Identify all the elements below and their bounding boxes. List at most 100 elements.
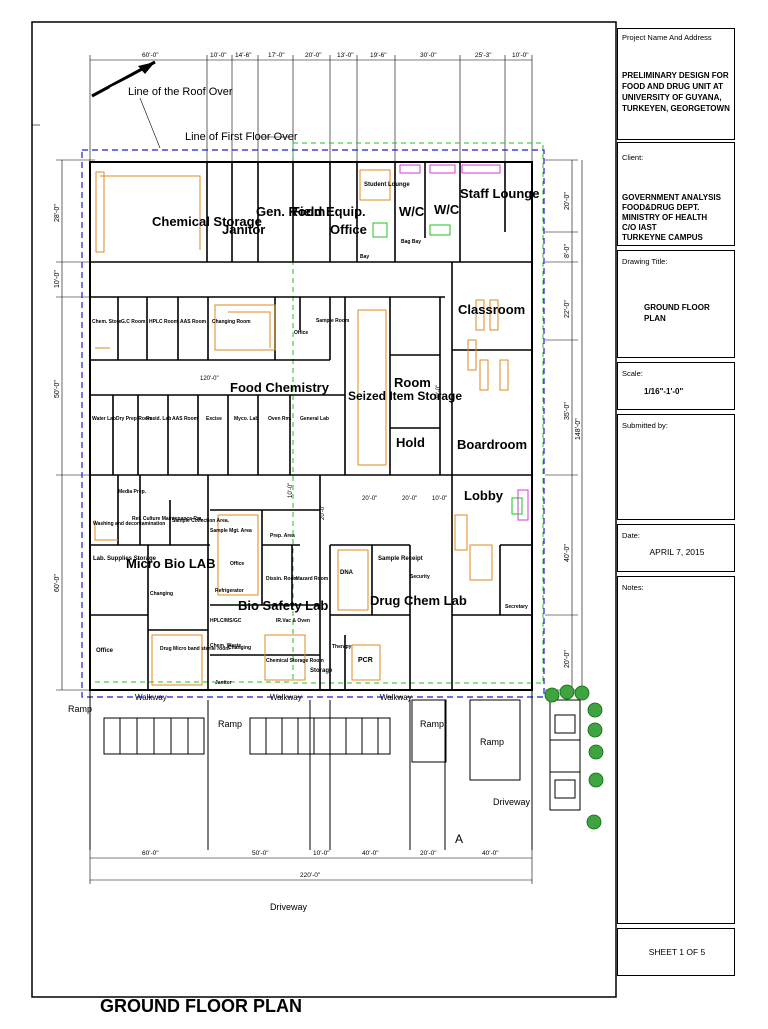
svg-text:50'-0": 50'-0"	[54, 380, 61, 398]
driveway-label-bottom: Driveway	[270, 902, 308, 912]
room-chem-waste: Chem. Waste	[210, 643, 241, 649]
room-myco-lab: Myco. Lab	[234, 416, 258, 422]
date-value: APRIL 7, 2015	[649, 547, 705, 557]
room-prep-area: Prep. Area	[270, 533, 295, 539]
svg-text:20'-0": 20'-0"	[402, 496, 417, 502]
inner-dimension-texts: 120'-0" 20'-0" 20'-0" 10'-0" 20'-0" 20'-…	[200, 376, 447, 520]
svg-text:22'-0": 22'-0"	[564, 300, 571, 318]
room-oven-rm: Oven Rm.	[268, 416, 292, 422]
sheet-number: SHEET 1 OF 5	[648, 947, 706, 957]
furniture	[94, 169, 509, 686]
svg-text:10'-0": 10'-0"	[512, 52, 529, 59]
svg-text:40'-0": 40'-0"	[482, 850, 499, 857]
room-security: Security	[410, 574, 430, 580]
room-hplc-room: HPLC Room	[149, 319, 179, 325]
title-block: Project Name And Address PRELIMINARY DES…	[617, 26, 737, 996]
client-line-5: TURKEYNE CAMPUS	[622, 233, 703, 242]
room-janitor: Janitor	[222, 222, 265, 237]
building-outline	[89, 161, 533, 691]
svg-text:14'-6": 14'-6"	[235, 52, 252, 59]
client-line-4: C/O IAST	[622, 223, 657, 232]
submitted-label: Submitted by:	[622, 421, 668, 430]
svg-text:30'-0": 30'-0"	[420, 52, 437, 59]
drawing-title-label: Drawing Title:	[622, 257, 668, 266]
room-office-bio: Office	[230, 561, 244, 567]
svg-text:25'-3": 25'-3"	[475, 52, 492, 59]
room-gc-room: G.C Room	[121, 319, 146, 325]
room-micro-bio-lab: Micro Bio LAB	[126, 556, 216, 571]
left-dimension-line	[32, 124, 95, 691]
project-line-4: TURKEYEN, GEORGETOWN	[622, 104, 730, 113]
drawing-title-line-2: PLAN	[644, 314, 666, 323]
walls	[90, 162, 532, 690]
scale-value: 1/16"-1'-0"	[644, 387, 684, 396]
room-office: Office	[330, 222, 367, 237]
svg-text:17'-0": 17'-0"	[268, 52, 285, 59]
room-pcr: PCR	[358, 657, 373, 664]
top-dimension-line	[89, 55, 533, 170]
svg-text:10'-0": 10'-0"	[432, 496, 447, 502]
room-staff-lounge: Staff Lounge	[460, 186, 539, 201]
room-chemical-storage: Chemical Storage	[152, 214, 262, 229]
room-office-small: Office	[294, 330, 308, 336]
room-storage: Storage	[310, 668, 333, 674]
room-resid-lab: Resid. Lab	[146, 416, 171, 422]
date-box: Date: APRIL 7, 2015	[617, 524, 735, 572]
ramp-label-1: Ramp	[68, 704, 92, 714]
svg-text:40'-0": 40'-0"	[362, 850, 379, 857]
left-dimension-texts: 28'-0" 10'-0" 50'-0" 60'-0"	[54, 204, 61, 592]
trees	[544, 684, 604, 830]
roof-line-marker	[91, 60, 156, 98]
room-lobby: Lobby	[464, 488, 504, 503]
client-line-2: FOOD&DRUG DEPT.	[622, 203, 700, 212]
room-office-left: Office	[96, 648, 114, 654]
svg-text:40'-0": 40'-0"	[564, 544, 571, 562]
room-dissin-room: Dissin. Room	[266, 576, 299, 582]
room-general-lab: General Lab	[300, 416, 329, 422]
scale-label: Scale:	[622, 369, 643, 378]
svg-text:20'-0": 20'-0"	[420, 850, 437, 857]
green-fixtures	[372, 222, 523, 515]
room-refrigerator: Refrigerator	[215, 588, 244, 594]
parking-area	[89, 690, 581, 850]
room-labels: Chemical Storage Janitor Gen. Room Field…	[92, 182, 539, 686]
project-line-2: FOOD AND DRUG UNIT AT	[622, 82, 724, 91]
top-dimension-texts: 60'-0" 10'-0" 14'-6" 17'-0" 20'-0" 13'-0…	[142, 52, 529, 59]
room-wc-2: W/C	[434, 202, 460, 217]
project-box: Project Name And Address PRELIMINARY DES…	[617, 28, 735, 140]
bottom-dimension-texts: 60'-0" 50'-0" 10'-0" 40'-0" 20'-0" 40'-0…	[142, 850, 499, 879]
svg-text:50'-0": 50'-0"	[252, 850, 269, 857]
roof-line-label: Line of the Roof Over	[128, 86, 233, 98]
room-wc-1: W/C	[399, 204, 425, 219]
project-line-3: UNIVERSITY OF GUYANA,	[622, 93, 722, 102]
room-seized-item-storage: Seized Item Storage	[348, 389, 462, 403]
svg-text:10'-0": 10'-0"	[210, 52, 227, 59]
svg-text:60'-0": 60'-0"	[142, 850, 159, 857]
room-boardroom: Boardroom	[457, 437, 527, 452]
driveway-label-right: Driveway	[493, 797, 531, 807]
svg-text:10'-0": 10'-0"	[313, 850, 330, 857]
bottom-dimension-line	[89, 850, 533, 884]
room-aas-room-bottom: AAS Room	[172, 416, 199, 422]
room-sample-room: Sample Room	[316, 318, 350, 324]
client-label: Client:	[622, 153, 644, 162]
first-floor-outline	[292, 142, 544, 684]
drawing-title-box: Drawing Title: GROUND FLOOR PLAN	[617, 250, 735, 358]
room-food-chemistry: Food Chemistry	[230, 380, 330, 395]
ramp-label-4: Ramp	[480, 737, 504, 747]
room-classroom: Classroom	[458, 302, 525, 317]
room-aas-room-top: AAS Room	[180, 319, 207, 325]
scale-box: Scale: 1/16"-1'-0"	[617, 362, 735, 410]
room-room: Room	[394, 375, 431, 390]
room-bay: Bay	[360, 254, 369, 260]
room-field-equip: Field Equip.	[292, 204, 366, 219]
date-label: Date:	[622, 531, 640, 540]
room-dry-prep-room: Dry Prep Room	[116, 416, 153, 422]
svg-text:13'-0": 13'-0"	[337, 52, 354, 59]
room-ref-culture: Ref. Culture Maintenance Rm.	[132, 516, 203, 522]
svg-text:148'-0": 148'-0"	[575, 418, 582, 440]
room-water-lab: Water Lab	[92, 416, 116, 422]
room-dna: DNA	[340, 570, 354, 576]
roof-outline	[81, 149, 545, 698]
